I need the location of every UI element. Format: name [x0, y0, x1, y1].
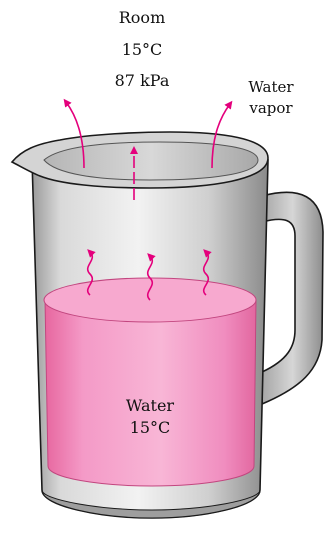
vapor-label-line1: Water — [238, 80, 304, 95]
vapor-label-line2: vapor — [238, 101, 304, 116]
water-cylinder — [44, 278, 256, 486]
room-temperature: 15°C — [104, 42, 180, 58]
water-label: Water — [114, 398, 186, 414]
room-label: Room — [104, 10, 180, 26]
room-pressure: 87 kPa — [104, 73, 180, 89]
pitcher-handle — [262, 192, 323, 404]
pitcher-rim — [12, 132, 268, 188]
water-temperature: 15°C — [114, 420, 186, 436]
